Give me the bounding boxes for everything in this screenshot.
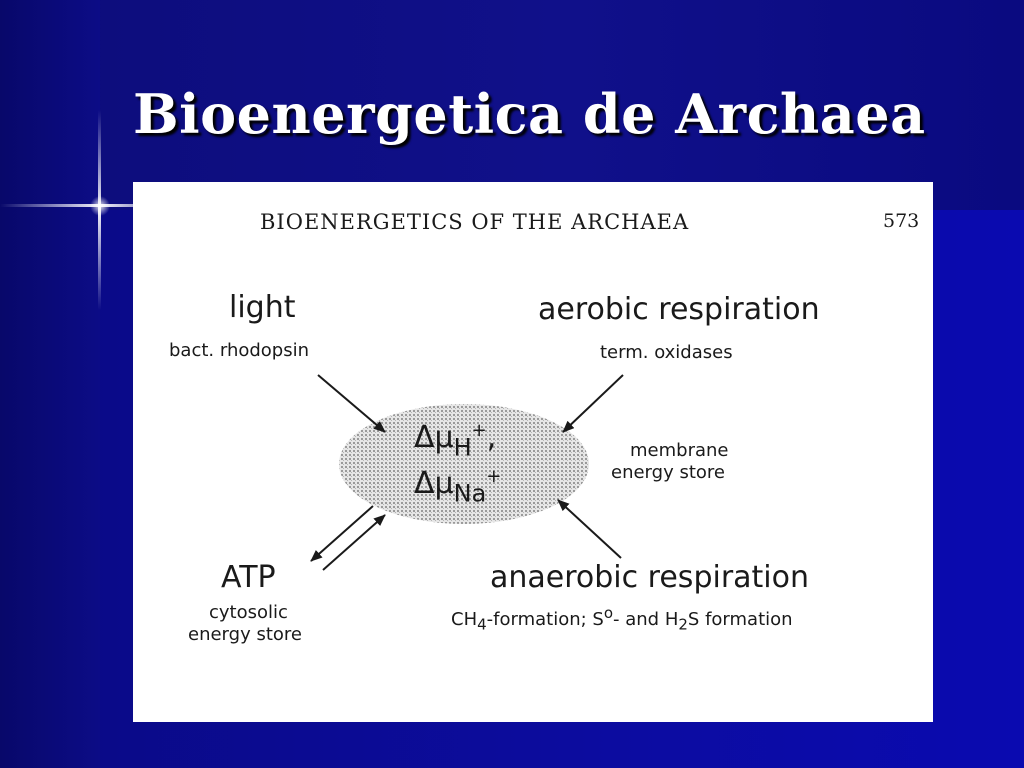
arrow-atp-to-gradient [322,514,386,571]
atp-sub-line1: cytosolic [209,602,288,623]
h-ion: H [453,433,472,462]
na-charge: + [486,466,502,487]
aerobic-label: aerobic respiration [538,292,820,327]
anaerobic-sub-part: - and H [613,609,679,630]
membrane-line2: energy store [611,462,725,483]
background-left-strip [0,0,100,768]
bioenergetics-figure: BIOENERGETICS OF THE ARCHAEA 573 light b… [133,182,933,722]
figure-header: BIOENERGETICS OF THE ARCHAEA [260,210,690,234]
delta-mu-na: ΔμNa+ [414,466,501,507]
atp-label: ATP [221,560,276,595]
anaerobic-sub-part: 4 [477,615,487,634]
delta-mu-h: ΔμH+, [414,420,496,461]
delta-mu-na-symbol: Δμ [414,466,454,501]
anaerobic-sub-part: 2 [678,615,688,634]
atp-sub-line2: energy store [188,624,302,645]
anaerobic-sublabel: CH4-formation; So- and H2S formation [451,604,793,634]
h-charge: + [471,420,487,441]
delta-mu-h-symbol: Δμ [414,420,454,455]
anaerobic-sub-part: o [603,604,614,622]
arrow-anaerobic-to-gradient [557,499,622,559]
anaerobic-label: anaerobic respiration [490,560,809,595]
na-ion: Na [453,479,487,508]
background-top [0,0,1024,210]
anaerobic-sub-part: CH [451,609,478,630]
light-sublabel: bact. rhodopsin [169,340,310,361]
light-label: light [229,290,296,325]
anaerobic-sub-part: S formation [687,609,793,630]
aerobic-sublabel: term. oxidases [600,342,733,363]
arrow-gradient-to-atp [310,505,374,562]
arrow-aerobic-to-gradient [562,374,624,433]
slide-title: Bioenergetica de Archaea [133,82,926,146]
anaerobic-sub-part: -formation; S [486,609,604,630]
diagram-canvas [310,374,624,571]
arrow-light-to-gradient [317,374,386,433]
h-separator: , [486,420,497,455]
sparkle-decoration [0,110,200,310]
figure-page-number: 573 [883,210,920,232]
membrane-line1: membrane [630,440,729,461]
membrane-gradient-ellipse [339,404,589,524]
